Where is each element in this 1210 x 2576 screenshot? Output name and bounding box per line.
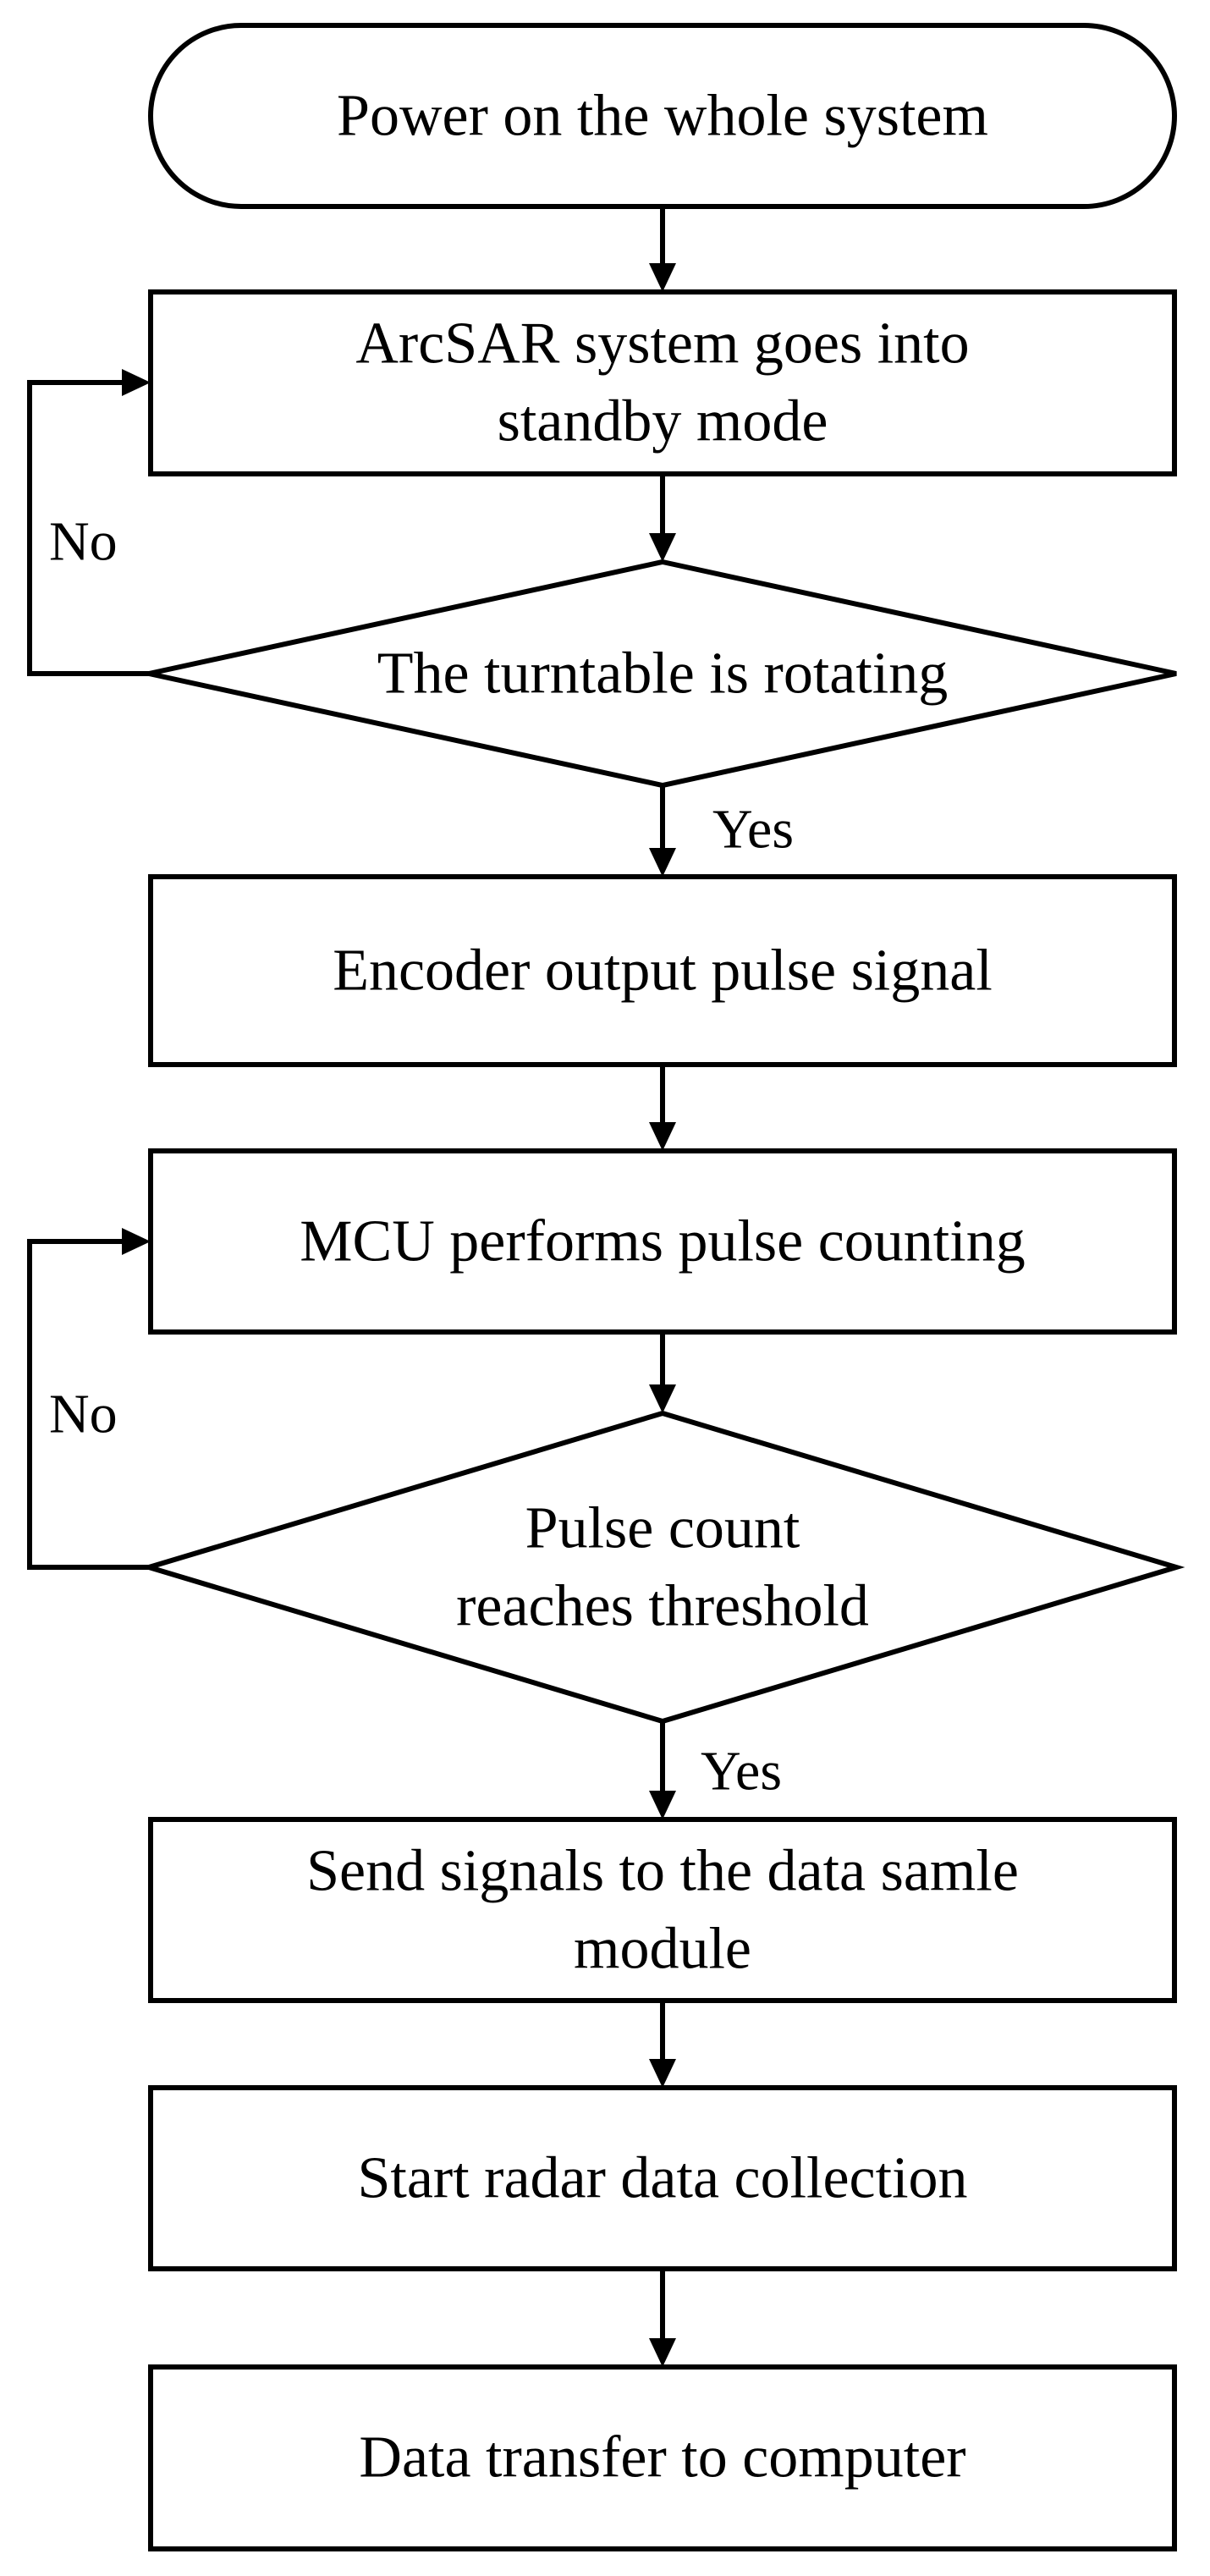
arrow-threshold-to-mcu: [27, 1228, 151, 1570]
node-label: Power on the whole system: [337, 84, 988, 149]
node-label: Send signals to the data samle: [306, 1839, 1019, 1904]
arrow-turntable-to-encoder: [649, 785, 676, 877]
edges-layer: [27, 206, 676, 2367]
process-box: [148, 2085, 1177, 2271]
node-turntable: The turntable is rotating: [148, 559, 1177, 789]
arrow-line: [27, 1239, 149, 1570]
arrow-power-on-to-standby: [649, 206, 676, 292]
arrow-encoder-to-mcu: [649, 1065, 676, 1151]
node-label: module: [574, 1917, 751, 1982]
yes-branch-label: Yes: [701, 1741, 782, 1803]
process-box: [148, 2364, 1177, 2551]
arrow-turntable-to-standby: [27, 369, 151, 676]
arrowhead: [649, 1791, 676, 1819]
terminal-shape: [148, 23, 1177, 209]
arrowhead: [649, 1122, 676, 1151]
arrowhead: [649, 2059, 676, 2088]
process-box: [148, 1817, 1177, 2003]
node-label: standby mode: [498, 389, 828, 454]
node-power-on: Power on the whole system: [148, 23, 1177, 209]
process-box: [148, 289, 1177, 476]
arrow-mcu-to-threshold: [649, 1332, 676, 1413]
arrowhead: [649, 533, 676, 562]
node-label: Pulse count: [525, 1496, 800, 1561]
node-transfer: Data transfer to computer: [148, 2364, 1177, 2551]
arrow-standby-to-turntable: [649, 474, 676, 562]
arrowhead: [649, 848, 676, 877]
node-label: The turntable is rotating: [377, 641, 949, 707]
arrowhead: [122, 1228, 151, 1255]
process-box: [148, 1148, 1177, 1335]
decision-diamond: [148, 559, 1177, 789]
node-start-collection: Start radar data collection: [148, 2085, 1177, 2271]
arrowhead: [649, 1384, 676, 1413]
arrow-start-collection-to-transfer: [649, 2269, 676, 2367]
node-mcu: MCU performs pulse counting: [148, 1148, 1177, 1335]
node-threshold: Pulse count reaches threshold: [140, 1410, 1185, 1725]
arrowhead: [122, 369, 151, 396]
node-label: Data transfer to computer: [359, 2425, 965, 2491]
node-encoder: Encoder output pulse signal: [148, 874, 1177, 1067]
node-label: reaches threshold: [456, 1574, 869, 1639]
node-send-signals: Send signals to the data samle module: [148, 1817, 1177, 2003]
node-label: ArcSAR system goes into: [355, 311, 969, 377]
arrow-threshold-to-send-signals: [649, 1721, 676, 1819]
no-branch-label: No: [49, 1384, 118, 1445]
process-box: [148, 874, 1177, 1067]
node-standby: ArcSAR system goes into standby mode: [148, 289, 1177, 476]
node-label: Start radar data collection: [357, 2146, 967, 2211]
arrow-line: [27, 380, 149, 676]
arrowhead: [649, 263, 676, 292]
arrow-send-signals-to-start-collection: [649, 2001, 676, 2088]
no-branch-label: No: [49, 511, 118, 573]
decision-diamond: [140, 1410, 1185, 1725]
yes-branch-label: Yes: [712, 799, 794, 861]
node-label: Encoder output pulse signal: [333, 938, 993, 1004]
node-label: MCU performs pulse counting: [300, 1209, 1025, 1274]
arrowhead: [649, 2338, 676, 2367]
